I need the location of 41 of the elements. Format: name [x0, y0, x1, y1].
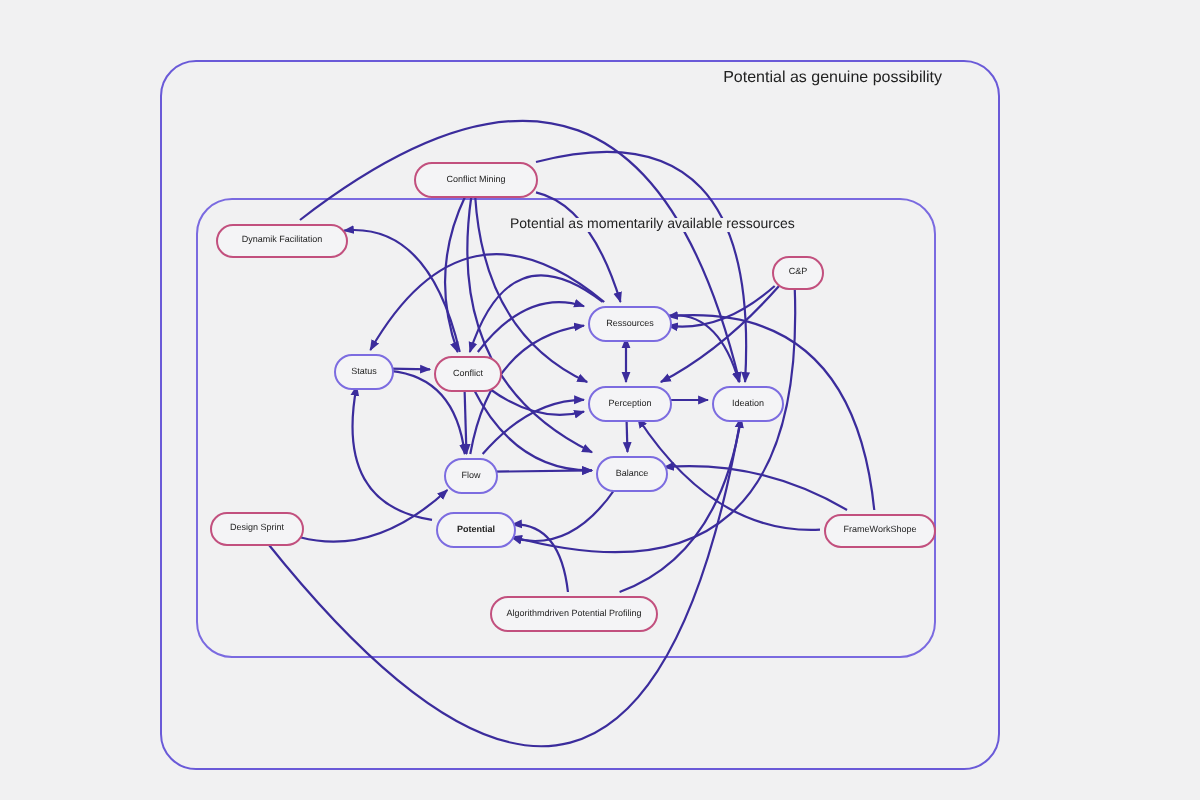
arrow	[481, 395, 586, 455]
arrow	[466, 195, 593, 454]
group-frame	[160, 60, 1000, 770]
rounded-node	[444, 458, 498, 494]
arrow	[461, 387, 471, 456]
rounded-node	[436, 512, 516, 548]
arrow	[662, 462, 848, 511]
arrow	[659, 285, 780, 383]
arrow	[299, 120, 742, 384]
arrow	[468, 274, 604, 354]
arrow	[636, 417, 820, 531]
arrow	[622, 417, 632, 454]
arrow	[667, 314, 741, 384]
arrow	[535, 191, 622, 304]
group-frame	[196, 198, 936, 658]
arrow	[342, 225, 461, 353]
arrow	[299, 489, 449, 543]
arrow	[668, 395, 710, 405]
rounded-node	[334, 354, 394, 390]
rounded-node	[490, 596, 658, 632]
arrow	[369, 253, 605, 351]
arrow	[487, 387, 586, 419]
rounded-node	[772, 256, 824, 290]
rounded-node	[588, 386, 672, 422]
rounded-node	[596, 456, 668, 492]
rounded-node	[588, 306, 672, 342]
arrow	[444, 195, 467, 354]
arrow	[469, 323, 586, 455]
rounded-node	[824, 514, 936, 548]
rounded-node	[712, 386, 784, 422]
rounded-node	[210, 512, 304, 546]
rounded-node	[414, 162, 538, 198]
rounded-node	[216, 224, 348, 258]
arrow	[390, 364, 432, 374]
arrow	[494, 466, 594, 475]
arrow	[535, 150, 750, 384]
arrow	[510, 487, 617, 545]
arrow	[474, 195, 589, 383]
arrow	[477, 299, 586, 353]
rounded-node	[434, 356, 502, 392]
frame-heading: Potential as genuine possibility	[723, 70, 942, 86]
